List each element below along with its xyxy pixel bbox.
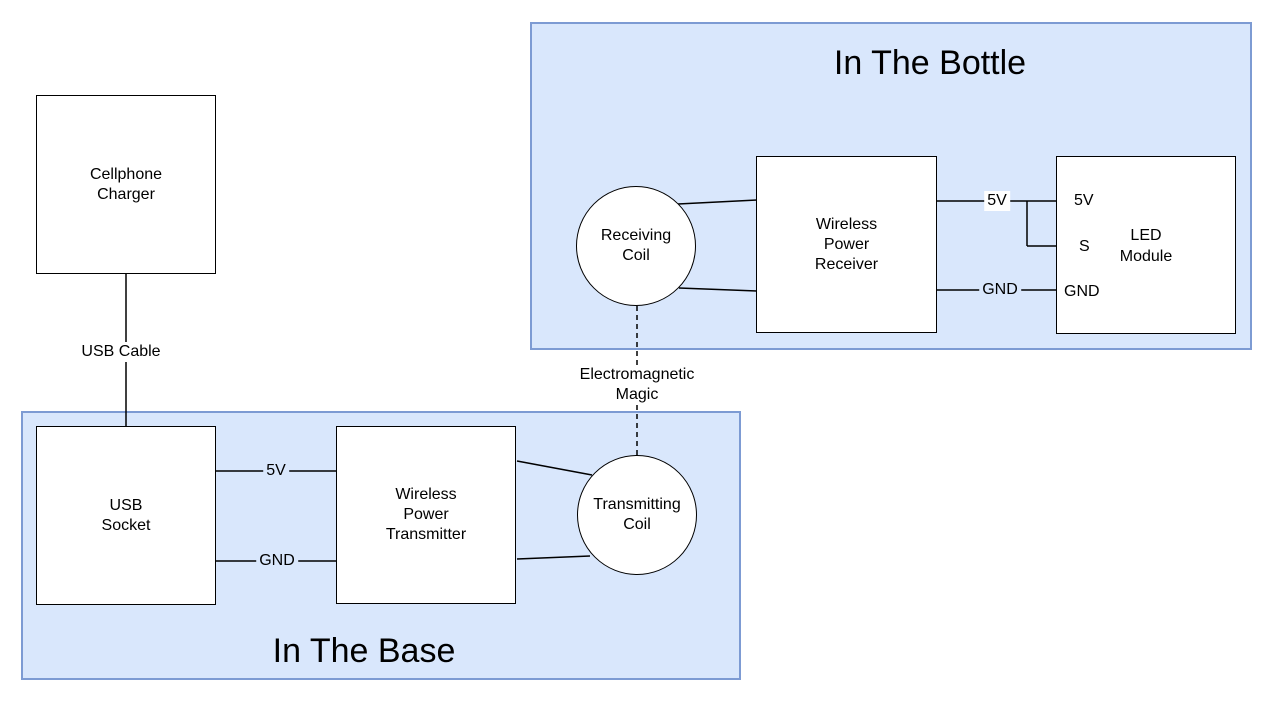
led-module-pin-5v: 5V bbox=[1074, 192, 1094, 209]
wire-label-base-5v: 5V bbox=[263, 461, 289, 481]
node-wireless-power-transmitter-label: Wireless Power Transmitter bbox=[385, 486, 467, 543]
node-transmitting-coil: Transmitting Coil bbox=[577, 455, 697, 575]
region-title-bottle: In The Bottle bbox=[833, 44, 1027, 82]
node-transmitting-coil-label: Transmitting Coil bbox=[593, 496, 681, 533]
node-receiving-coil-label: Receiving Coil bbox=[600, 227, 672, 264]
wire-label-bottle-5v: 5V bbox=[984, 191, 1010, 211]
node-usb-socket-label: USB Socket bbox=[101, 496, 151, 534]
wire-label-base-gnd: GND bbox=[256, 551, 298, 571]
wire-label-usb-cable: USB Cable bbox=[78, 342, 164, 362]
region-title-base: In The Base bbox=[272, 632, 456, 670]
led-module-pin-s: S bbox=[1079, 238, 1090, 255]
node-usb-socket: USB Socket bbox=[36, 426, 216, 605]
node-wireless-power-transmitter: Wireless Power Transmitter bbox=[336, 426, 516, 604]
wire-label-bottle-gnd: GND bbox=[979, 280, 1021, 300]
node-cellphone-charger: Cellphone Charger bbox=[36, 95, 216, 274]
node-led-module bbox=[1056, 156, 1236, 334]
node-receiving-coil: Receiving Coil bbox=[576, 186, 696, 306]
led-module-pin-gnd: GND bbox=[1064, 283, 1100, 300]
node-wireless-power-receiver-label: Wireless Power Receiver bbox=[814, 215, 879, 273]
wire-label-electromagnetic-magic: Electromagnetic Magic bbox=[576, 365, 698, 405]
node-cellphone-charger-label: Cellphone Charger bbox=[89, 165, 163, 203]
node-wireless-power-receiver: Wireless Power Receiver bbox=[756, 156, 937, 333]
node-led-module-label: LED Module bbox=[1119, 227, 1173, 265]
